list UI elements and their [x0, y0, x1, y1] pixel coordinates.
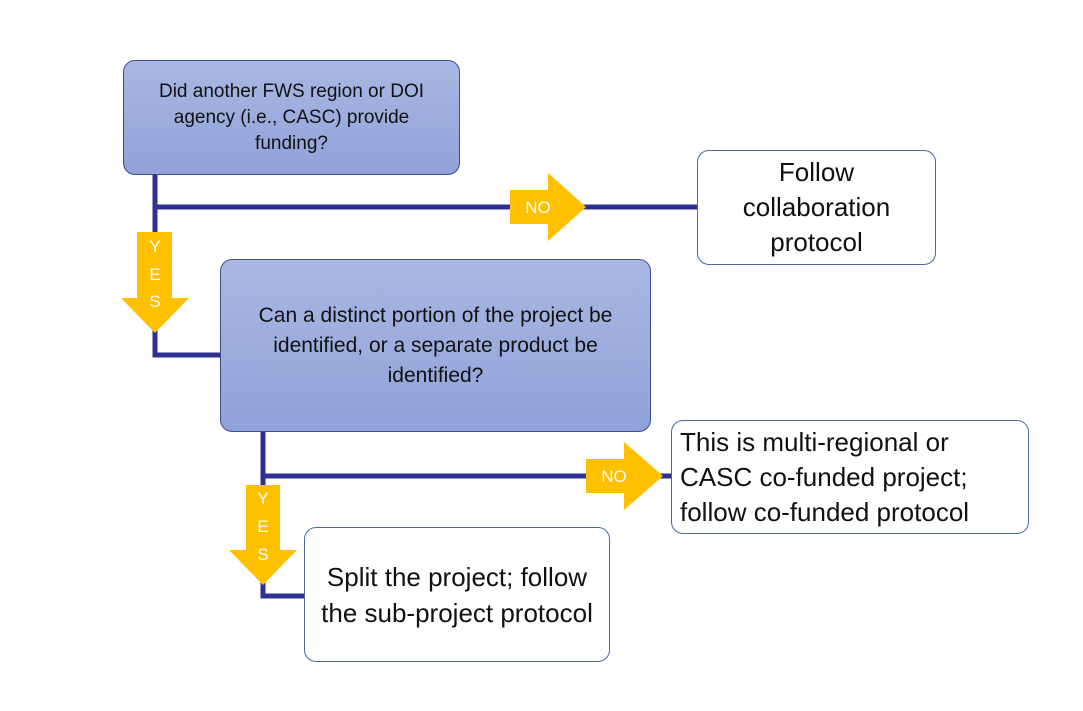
decision-distinct-portion-text: Can a distinct portion of the project be…	[258, 303, 613, 387]
no-arrow-2: NO	[586, 442, 663, 510]
decision-distinct-portion: Can a distinct portion of the project be…	[220, 259, 651, 432]
yes-arrow-2: Y E S	[229, 485, 297, 585]
yes-letter-y-1: Y	[149, 237, 160, 256]
outcome-co-funded-protocol-text: This is multi-regional or CASC co-funded…	[680, 426, 970, 527]
connector-q1-to-o1	[152, 175, 700, 210]
no-label-2: NO	[601, 467, 627, 486]
yes-letter-s-1: S	[149, 292, 160, 311]
yes-letter-s-2: S	[257, 545, 268, 564]
outcome-sub-project-protocol-text: Split the project; follow the sub-projec…	[321, 561, 593, 628]
yes-letter-e-1: E	[149, 265, 160, 284]
no-arrow-2-shape	[586, 442, 663, 510]
yes-arrow-1: Y E S	[121, 232, 189, 333]
yes-arrow-1-shape	[121, 232, 189, 333]
outcome-collaboration-protocol-text: Follow collaboration protocol	[742, 157, 891, 257]
decision-funding: Did another FWS region or DOI agency (i.…	[123, 60, 460, 175]
decision-funding-text: Did another FWS region or DOI agency (i.…	[158, 80, 425, 154]
no-label-1: NO	[525, 198, 551, 217]
no-arrow-1: NO	[510, 173, 586, 241]
outcome-co-funded-protocol: This is multi-regional or CASC co-funded…	[671, 420, 1029, 534]
yes-letter-e-2: E	[257, 517, 268, 536]
no-arrow-1-shape	[510, 173, 586, 241]
yes-arrow-2-shape	[229, 485, 297, 585]
outcome-collaboration-protocol: Follow collaboration protocol	[697, 150, 936, 265]
outcome-sub-project-protocol: Split the project; follow the sub-projec…	[304, 527, 610, 662]
yes-letter-y-2: Y	[257, 489, 268, 508]
